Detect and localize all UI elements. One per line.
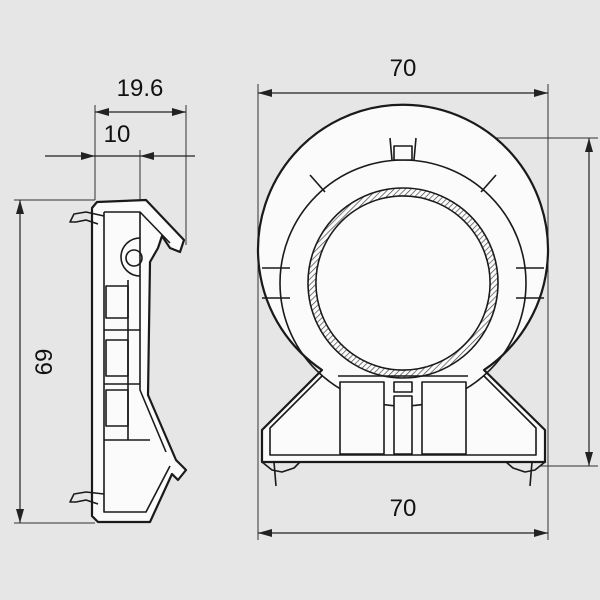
arrow-head xyxy=(95,108,109,116)
front-ring-ribs xyxy=(262,137,544,299)
arrow-head xyxy=(140,152,154,160)
arrow-head xyxy=(16,509,24,523)
dim-label-10: 10 xyxy=(104,121,131,148)
arrow-head xyxy=(258,529,272,537)
arrow-head xyxy=(81,152,95,160)
side-circular-cutout xyxy=(120,237,141,277)
front-foot-left xyxy=(261,461,301,487)
side-round-boss xyxy=(125,249,143,267)
front-tube-bore xyxy=(315,195,491,371)
rib xyxy=(309,174,326,193)
front-lower-frame xyxy=(269,375,537,456)
dim-label-69: 69 xyxy=(31,349,58,376)
front-lower-chamber-center xyxy=(393,395,413,455)
side-clip-top xyxy=(69,211,105,225)
front-view: 70 70 xyxy=(256,55,598,540)
dim-label-70-top: 70 xyxy=(390,55,417,82)
dim-label-70-bottom: 70 xyxy=(390,495,417,522)
front-foot-right xyxy=(505,461,546,487)
front-top-chamber xyxy=(393,145,413,161)
arrow-head xyxy=(585,138,593,152)
rib xyxy=(480,174,497,193)
front-lower-chamber-left xyxy=(339,381,385,455)
arrow-head xyxy=(172,108,186,116)
side-profile-outline xyxy=(90,198,188,524)
arrow-head xyxy=(585,452,593,466)
rib xyxy=(389,137,393,161)
front-lower-chamber-slot xyxy=(393,381,413,393)
arrow-head xyxy=(16,200,24,214)
arrow-head xyxy=(534,89,548,97)
arrow-head xyxy=(258,89,272,97)
side-profile-inner-wall xyxy=(103,211,171,513)
side-clip-bottom xyxy=(69,491,105,505)
front-lower-chamber-right xyxy=(421,381,467,455)
side-view: 19.6 10 69 xyxy=(14,75,195,524)
rib xyxy=(413,137,417,161)
dim-label-19-6: 19.6 xyxy=(117,75,164,102)
arrow-head xyxy=(534,529,548,537)
